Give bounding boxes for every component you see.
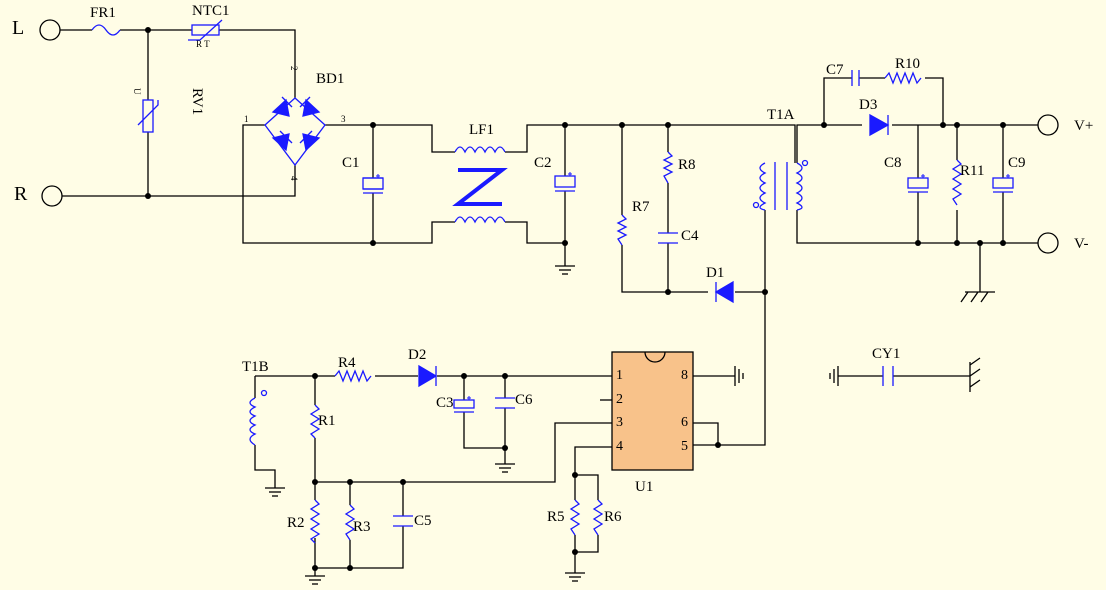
u1-pin3-label: 3 [616, 415, 623, 430]
lf1-core-mark [452, 168, 508, 206]
label-u1: U1 [635, 479, 654, 495]
label-d1: D1 [706, 265, 725, 281]
label-c6: C6 [515, 392, 533, 408]
terminal-vminus-label: V- [1074, 236, 1089, 252]
label-r5: R5 [547, 509, 565, 525]
diodes [271, 96, 890, 388]
label-c4: C4 [681, 228, 699, 244]
terminal-circles [39, 19, 1059, 254]
junction-dots [145, 27, 1006, 571]
label-r3: R3 [353, 519, 371, 535]
u1-pin5-label: 5 [681, 439, 688, 454]
u1-pin8-label: 8 [681, 368, 688, 383]
label-r11: R11 [960, 163, 985, 179]
label-cy1: CY1 [872, 346, 901, 362]
terminal-vplus-label: V+ [1074, 118, 1094, 134]
label-bd1: BD1 [316, 71, 345, 87]
label-bd1-pin2: 2 [289, 66, 299, 71]
label-c8: C8 [884, 155, 902, 171]
label-ntc1: NTC1 [192, 3, 230, 19]
label-c7: C7 [826, 62, 844, 78]
u1-pin2-label: 2 [616, 392, 623, 407]
label-t1b: T1B [242, 359, 269, 375]
label-fr1: FR1 [90, 5, 116, 21]
u1-pin1-label: 1 [616, 368, 623, 383]
label-c9: C9 [1008, 155, 1026, 171]
label-r7: R7 [632, 199, 650, 215]
label-rv1-u: U [132, 88, 142, 95]
label-r10: R10 [895, 56, 921, 72]
label-c5: C5 [414, 513, 432, 529]
label-r1: R1 [318, 413, 336, 429]
chassis-ground [734, 291, 995, 392]
label-bd1-pin4: 4 [289, 176, 299, 181]
terminal-r-label: R [14, 183, 28, 205]
wires [60, 29, 1038, 569]
label-r6: R6 [604, 509, 622, 525]
label-ntc1-rt: R T [196, 39, 210, 49]
label-d3: D3 [859, 97, 878, 113]
label-bd1-pin1: 1 [244, 114, 249, 124]
cap-polarity-marks [376, 172, 1010, 400]
components [91, 19, 1014, 544]
label-t1a: T1A [767, 107, 795, 123]
label-r8: R8 [678, 157, 696, 173]
label-r2: R2 [287, 515, 305, 531]
ground-symbols [264, 257, 586, 585]
label-r4: R4 [338, 355, 356, 371]
label-c3: C3 [436, 395, 454, 411]
label-c2: C2 [534, 155, 552, 171]
u1-chip [600, 351, 694, 471]
u1-pin6-label: 6 [681, 415, 688, 430]
u1-pin4-label: 4 [616, 439, 623, 454]
label-lf1: LF1 [469, 122, 495, 138]
label-bd1-pin3: 3 [341, 114, 346, 124]
label-rv1: RV1 [189, 88, 205, 116]
label-c1: C1 [342, 155, 360, 171]
terminal-l-label: L [12, 17, 25, 39]
label-d2: D2 [408, 347, 427, 363]
